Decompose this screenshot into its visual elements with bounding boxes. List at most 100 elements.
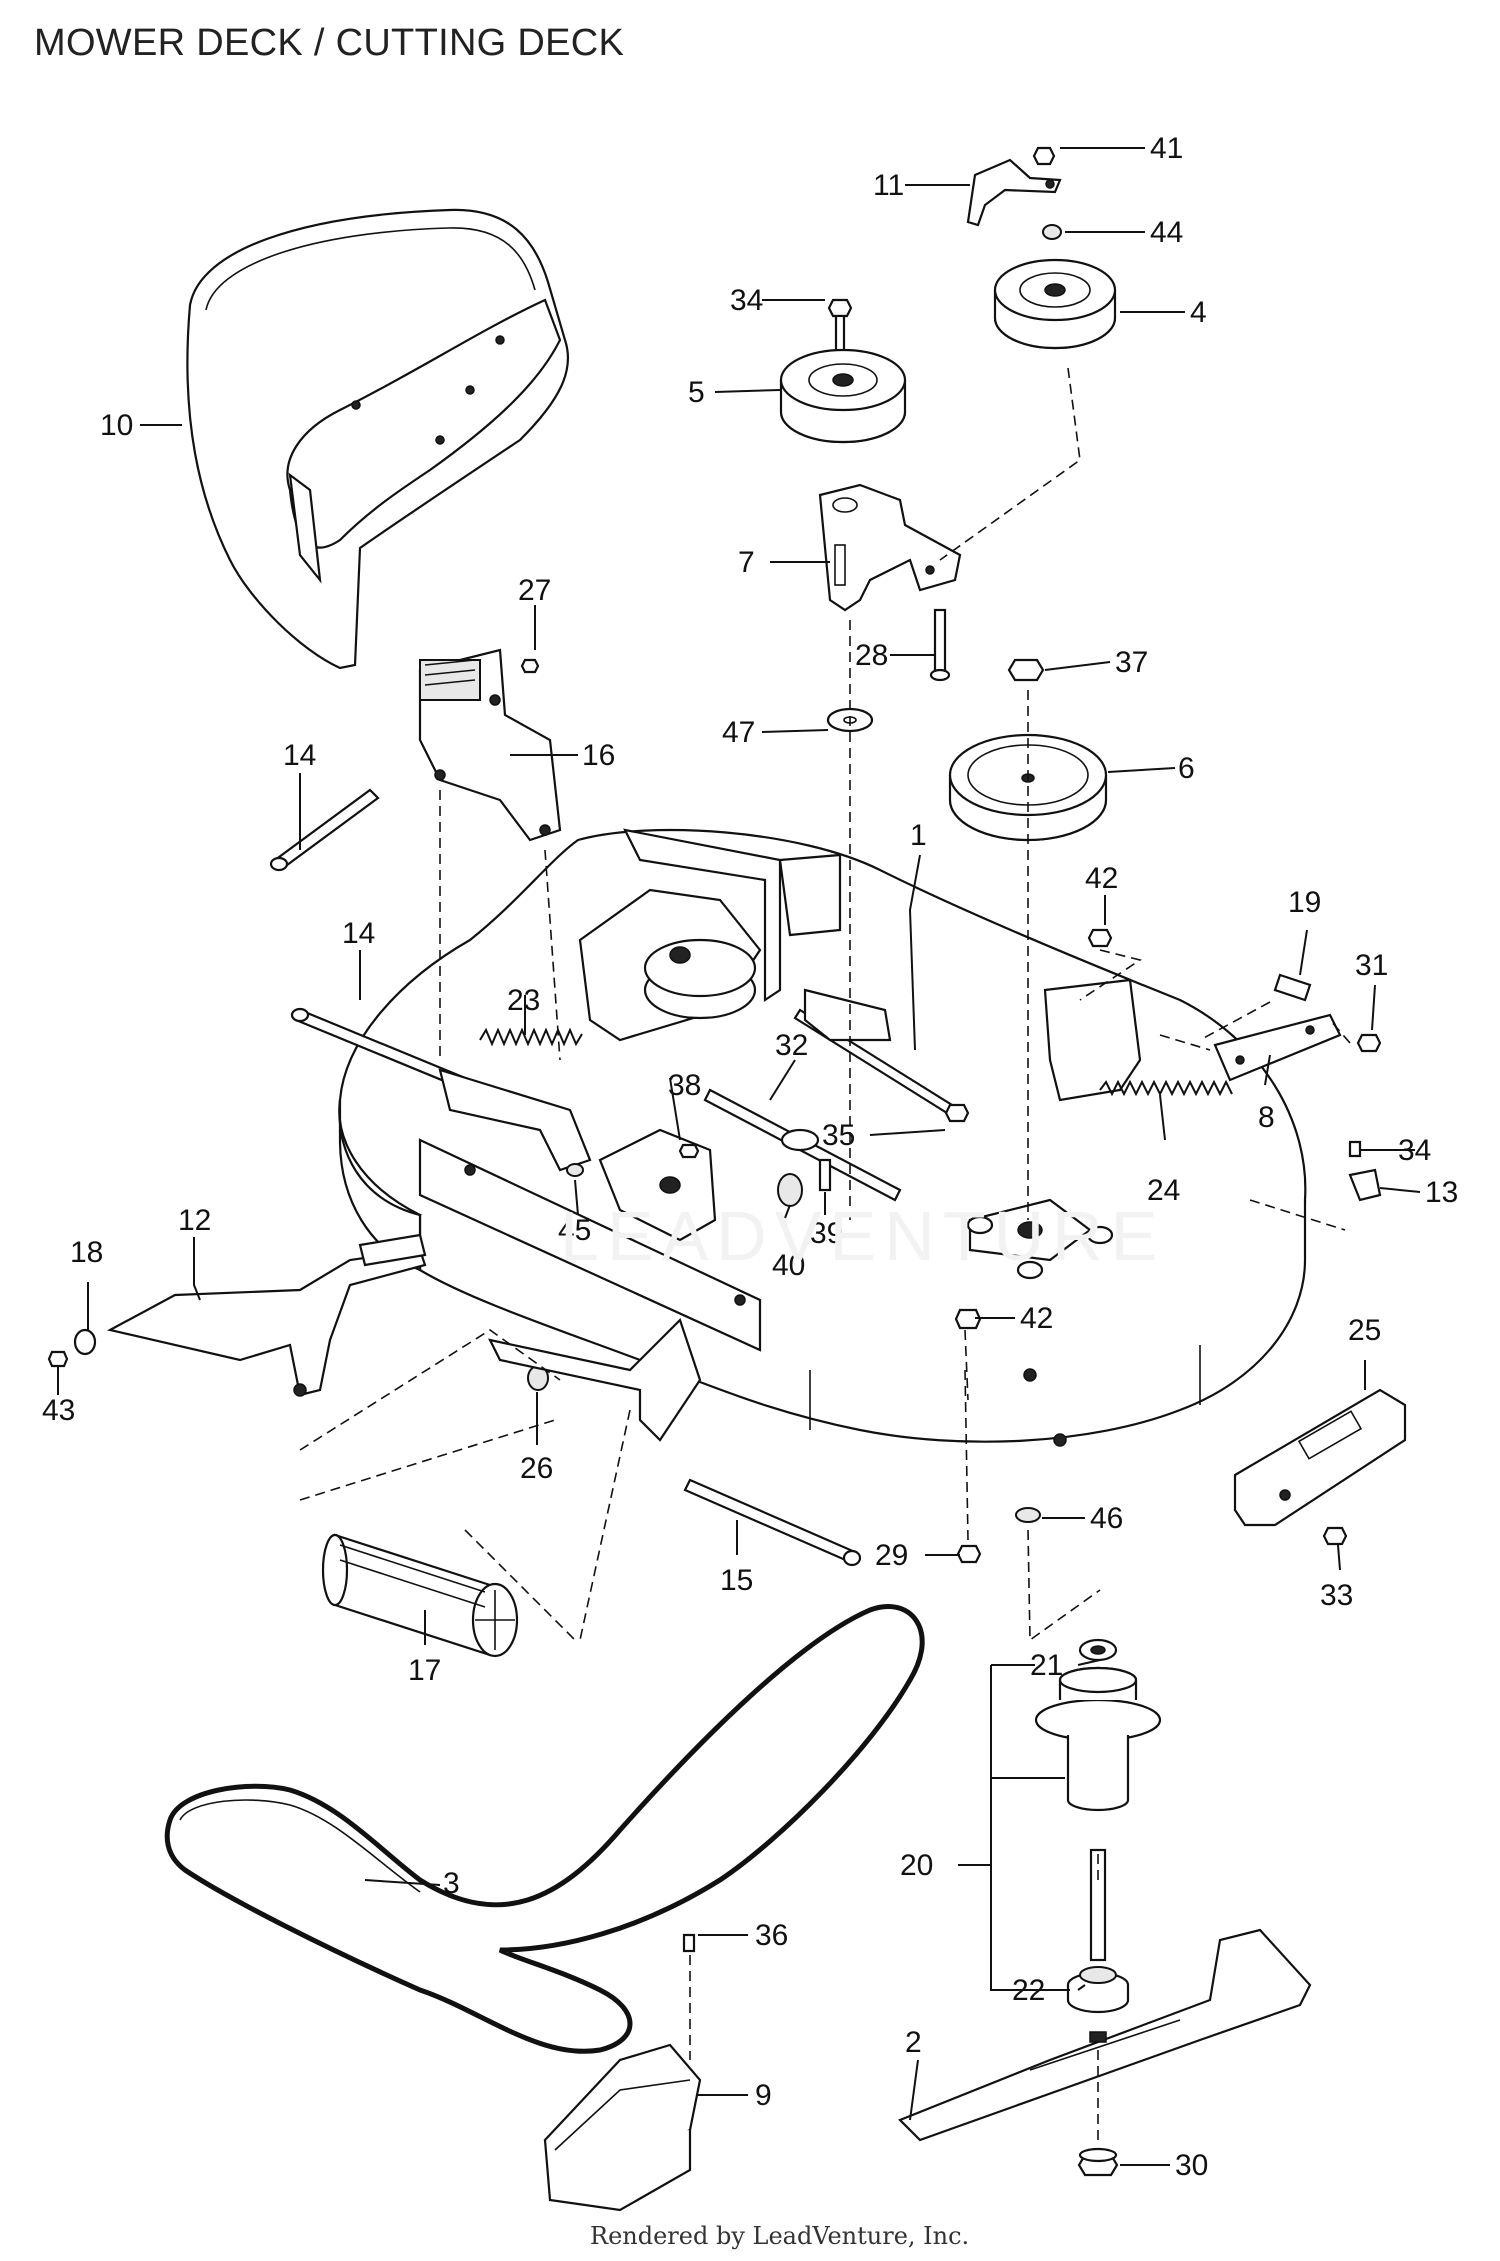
idler-arm[interactable] [966, 158, 1062, 227]
callout-20[interactable]: 20 [900, 1849, 933, 1882]
callout-8[interactable]: 8 [1258, 1101, 1275, 1134]
nut-41[interactable] [1032, 146, 1056, 166]
idler-bracket-7[interactable] [818, 483, 962, 612]
tension-rod-32[interactable] [703, 1088, 902, 1202]
blade-bolt-30[interactable] [1077, 2147, 1119, 2177]
deck-spindle-mount [966, 1198, 1114, 1280]
deck-belt-guard [578, 888, 762, 1042]
callout-31[interactable]: 31 [1355, 949, 1388, 982]
lift-arm-12[interactable] [106, 1233, 427, 1397]
callout-45[interactable]: 45 [558, 1214, 591, 1247]
screw-36[interactable] [682, 1933, 696, 1953]
callout-30[interactable]: 30 [1175, 2149, 1208, 2182]
spring-24[interactable] [1099, 1079, 1233, 1097]
pin-19[interactable] [1273, 973, 1312, 1002]
callout-9[interactable]: 9 [755, 2079, 772, 2112]
callout-5[interactable]: 5 [688, 376, 705, 409]
callout-16[interactable]: 16 [582, 739, 615, 772]
callout-6[interactable]: 6 [1178, 752, 1195, 785]
callout-14a[interactable]: 14 [283, 739, 316, 772]
rod-15[interactable] [683, 1478, 862, 1567]
pin-28[interactable] [929, 608, 951, 682]
nut-37[interactable] [1007, 658, 1045, 682]
callout-21[interactable]: 21 [1030, 1649, 1063, 1682]
bolt-29[interactable] [956, 1544, 982, 1564]
callout-26[interactable]: 26 [520, 1452, 553, 1485]
nut-43[interactable] [47, 1350, 69, 1368]
callout-42b[interactable]: 42 [1020, 1302, 1053, 1335]
roller-17[interactable] [321, 1533, 519, 1658]
clip-39[interactable] [818, 1158, 832, 1192]
callout-32[interactable]: 32 [775, 1029, 808, 1062]
leader-lines [57, 147, 1421, 2166]
spindle-housing-20[interactable] [1034, 1666, 1162, 1812]
callout-1[interactable]: 1 [910, 819, 927, 852]
spindle-bearing-21[interactable] [1078, 1638, 1118, 1662]
callout-17[interactable]: 17 [408, 1654, 441, 1687]
spring-23[interactable] [479, 1027, 583, 1047]
nut-38[interactable] [678, 1143, 700, 1159]
bolt-33[interactable] [1322, 1526, 1348, 1546]
callout-35[interactable]: 35 [822, 1119, 855, 1152]
bracket-right [1043, 978, 1142, 1102]
deck-top-bracket [623, 828, 842, 1003]
clamp-13[interactable] [1348, 1168, 1382, 1202]
nut-42-lower[interactable] [954, 1308, 982, 1330]
callout-13[interactable]: 13 [1425, 1176, 1458, 1209]
callout-24[interactable]: 24 [1147, 1174, 1180, 1207]
callout-19[interactable]: 19 [1288, 886, 1321, 919]
spindle-bearing-22[interactable] [1079, 1966, 1117, 1984]
bolt-31[interactable] [1356, 1033, 1382, 1053]
height-bracket-16[interactable] [418, 648, 562, 842]
callout-27[interactable]: 27 [518, 574, 551, 607]
callout-14b[interactable]: 14 [342, 917, 375, 950]
nut-27[interactable] [520, 658, 540, 674]
washer-44[interactable] [1042, 224, 1062, 240]
callout-22[interactable]: 22 [1012, 1974, 1045, 2007]
callout-33[interactable]: 33 [1320, 1579, 1353, 1612]
callout-44[interactable]: 44 [1150, 216, 1183, 249]
callout-47[interactable]: 47 [722, 716, 755, 749]
callout-42a[interactable]: 42 [1085, 862, 1118, 895]
callout-25[interactable]: 25 [1348, 1314, 1381, 1347]
callout-37[interactable]: 37 [1115, 646, 1148, 679]
page-title: MOWER DECK / CUTTING DECK [34, 22, 625, 64]
callout-11[interactable]: 11 [873, 169, 904, 202]
flat-idler-pulley-5[interactable] [779, 348, 907, 444]
drive-belt-3[interactable] [164, 1604, 925, 2054]
callout-labels: 1 2 3 4 5 6 7 8 9 10 11 12 13 14 14 15 1… [42, 132, 1458, 2182]
callout-28[interactable]: 28 [855, 639, 888, 672]
blade-2[interactable] [898, 1928, 1312, 2142]
callout-10[interactable]: 10 [100, 409, 133, 442]
callout-39[interactable]: 39 [810, 1217, 843, 1250]
callout-41[interactable]: 41 [1150, 132, 1183, 165]
nut-42-upper[interactable] [1087, 928, 1113, 948]
plate-8[interactable] [1213, 1013, 1342, 1082]
callout-3[interactable]: 3 [443, 1867, 460, 1900]
callout-12[interactable]: 12 [178, 1204, 211, 1237]
bolt-34-right[interactable] [1348, 1140, 1362, 1158]
belt-guard-9[interactable] [543, 2043, 702, 2212]
callout-36[interactable]: 36 [755, 1919, 788, 1952]
rod-14-upper[interactable] [269, 788, 380, 872]
washer-45[interactable] [566, 1163, 584, 1177]
callout-46[interactable]: 46 [1090, 1502, 1123, 1535]
callout-15[interactable]: 15 [720, 1564, 753, 1597]
bumper-25[interactable] [1233, 1388, 1407, 1527]
callout-2[interactable]: 2 [905, 2026, 922, 2059]
bolt-34-top[interactable] [827, 298, 853, 363]
callout-7[interactable]: 7 [738, 546, 755, 579]
washer-46[interactable] [1015, 1507, 1041, 1523]
callout-34b[interactable]: 34 [1398, 1134, 1431, 1167]
washer-18[interactable] [73, 1328, 97, 1356]
idler-pulley-4[interactable] [993, 258, 1117, 350]
callout-29[interactable]: 29 [875, 1539, 908, 1572]
callout-38[interactable]: 38 [668, 1069, 701, 1102]
callout-4[interactable]: 4 [1190, 296, 1207, 329]
callout-18[interactable]: 18 [70, 1236, 103, 1269]
callout-43[interactable]: 43 [42, 1394, 75, 1427]
discharge-chute[interactable] [186, 208, 570, 670]
callout-34a[interactable]: 34 [730, 284, 763, 317]
callout-40[interactable]: 40 [772, 1249, 805, 1282]
callout-23[interactable]: 23 [507, 984, 540, 1017]
